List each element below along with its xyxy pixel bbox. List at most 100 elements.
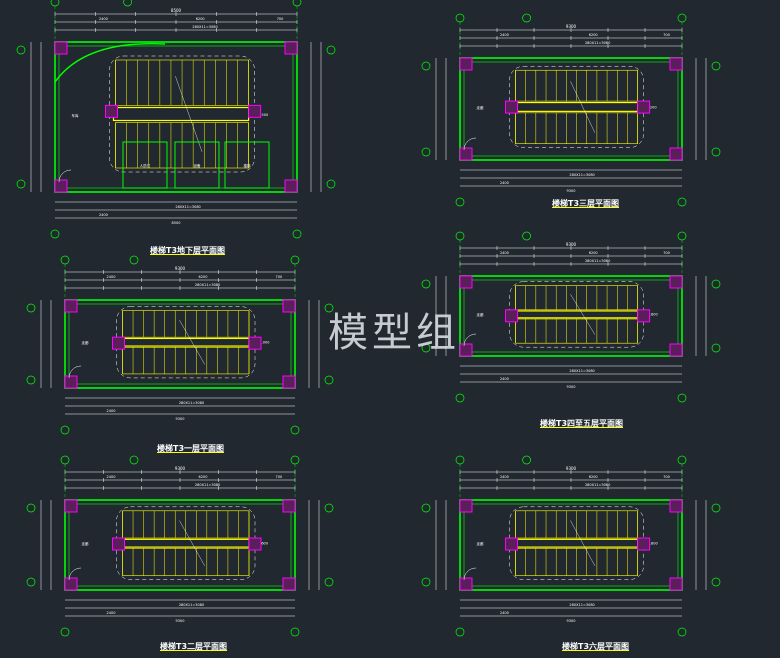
total-width-label: 9300 <box>566 242 577 247</box>
axis-bubble <box>16 45 26 55</box>
total-width-label: 9300 <box>567 619 576 623</box>
handrail <box>512 310 639 319</box>
outer-wall <box>459 499 683 591</box>
axis-bubble <box>677 455 687 465</box>
stair-run-label: 280X11=3080 <box>192 25 217 29</box>
segment-label: 2400 <box>500 251 509 255</box>
axis-bubble <box>522 231 531 241</box>
axis-bubble <box>421 503 431 513</box>
structural-column <box>112 336 125 350</box>
elevation-label: 3.600 <box>258 541 268 545</box>
axis-bubble <box>326 179 336 189</box>
segment-label: 2400 <box>500 181 509 185</box>
structural-column <box>459 147 473 161</box>
elevation-label: 7.200 <box>647 105 657 109</box>
segment-label: 2400 <box>500 377 509 381</box>
axis-bubble <box>50 229 60 239</box>
axis-bubble <box>60 627 70 637</box>
axis-bubble <box>711 577 721 587</box>
handrail <box>112 106 250 122</box>
structural-column <box>669 275 683 289</box>
outer-wall <box>459 57 683 161</box>
axis-bubble <box>290 425 300 435</box>
axis-bubble <box>455 393 465 403</box>
plan-title-first-floor: 楼梯T3一层平面图 <box>157 444 225 453</box>
door-swing <box>68 365 82 379</box>
structural-column <box>248 336 262 350</box>
room-partition <box>224 141 270 189</box>
room-partition <box>122 141 168 189</box>
total-width-label: 9300 <box>176 619 185 623</box>
handrail <box>119 538 250 548</box>
stair-plans-layer: 8500 2400 6200 700 280X11=3080 280X11=3080 240… <box>16 0 721 637</box>
total-width-label: 9300 <box>175 266 186 271</box>
structural-column <box>459 343 473 357</box>
room-label: 车库 <box>72 113 79 118</box>
basement-partitions: 人防门设备楼梯 <box>54 42 270 189</box>
segment-label: 2400 <box>107 275 116 279</box>
segment-label: 700 <box>663 33 670 37</box>
segment-label: 2400 <box>99 213 108 217</box>
inner-wall <box>68 503 292 587</box>
plan-title-third-floor: 楼梯T3三层平面图 <box>552 199 620 208</box>
inner-wall <box>463 61 679 157</box>
segment-label: 6200 <box>199 275 208 279</box>
total-width-label: 9300 <box>176 417 185 421</box>
structural-column <box>505 309 518 323</box>
outer-wall <box>54 41 298 193</box>
axis-bubble <box>60 455 70 465</box>
axis-bubble <box>50 0 60 7</box>
walk-arrow <box>179 319 205 365</box>
stair-run-label: 280X11=3080 <box>585 259 610 263</box>
stair-flight <box>515 69 638 102</box>
axis-bubble <box>455 455 465 465</box>
structural-column <box>54 41 68 55</box>
axis-bubble <box>421 279 431 289</box>
structural-column <box>459 499 473 513</box>
structural-column <box>637 537 651 551</box>
plan-title-basement: 楼梯T3地下层平面图 <box>150 246 226 255</box>
axis-bubble <box>324 375 334 385</box>
total-width-label: 9300 <box>175 466 186 471</box>
plan-title-sixth-floor: 楼梯T3六层平面图 <box>562 642 630 651</box>
axis-bubble <box>522 13 531 23</box>
axis-bubble <box>26 375 36 385</box>
segment-label: 6200 <box>199 475 208 479</box>
door-swing <box>463 333 477 347</box>
structural-column <box>282 499 296 513</box>
outer-wall <box>64 499 296 591</box>
segment-label: 6200 <box>196 17 205 21</box>
walk-arrow <box>570 81 596 133</box>
axis-bubble <box>60 255 70 265</box>
stair-flight <box>122 548 250 576</box>
room-label: 走廊 <box>477 541 485 546</box>
axis-bubble <box>711 343 721 353</box>
stair-run-label: 280X11=3080 <box>179 603 204 607</box>
walk-arrow <box>570 520 596 566</box>
structural-column <box>459 275 473 289</box>
total-width-label: 8500 <box>172 221 181 225</box>
structural-column <box>669 147 683 161</box>
axis-bubble <box>26 577 36 587</box>
outer-wall <box>459 275 683 357</box>
segment-label: 6200 <box>589 33 598 37</box>
structural-column <box>669 499 683 513</box>
total-width-label: 8500 <box>171 8 182 13</box>
stair-flight <box>115 122 249 169</box>
structural-column <box>248 537 262 551</box>
stair-flight <box>515 510 638 539</box>
elevation-label: -4.500 <box>257 113 268 117</box>
stair-flight <box>122 510 250 539</box>
axis-bubble <box>522 455 531 465</box>
stair-flight <box>515 112 638 144</box>
stair-flight <box>515 548 638 576</box>
axis-bubble <box>711 279 721 289</box>
structural-column <box>459 577 473 591</box>
stair-flight <box>122 310 250 338</box>
door-swing <box>68 567 82 581</box>
segment-label: 700 <box>663 251 670 255</box>
segment-label: 700 <box>276 275 283 279</box>
